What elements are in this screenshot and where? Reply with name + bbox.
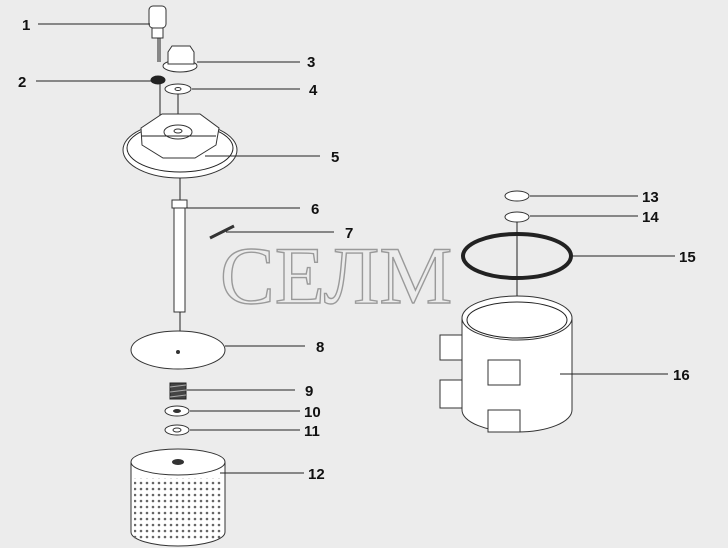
callout-3: 3 [307,54,315,71]
callout-11: 11 [304,423,320,440]
part-7-pin [209,224,235,240]
callout-6: 6 [311,201,319,218]
callout-16: 16 [673,367,690,384]
part-3-plug [162,45,198,73]
leader-lines [36,23,675,474]
callout-12: 12 [308,466,325,483]
part-4-washer [164,83,192,95]
part-12-filter-element [130,448,226,547]
callout-8: 8 [316,339,324,356]
watermark: СЕЛМ [220,230,452,321]
part-5-cover [122,113,238,179]
part-1-sensor [148,5,167,62]
callout-15: 15 [679,249,696,266]
callout-7: 7 [345,225,353,242]
callout-10: 10 [304,404,321,421]
part-13-washer [504,190,530,202]
callout-2: 2 [18,74,26,91]
callout-14: 14 [642,209,659,226]
callout-5: 5 [331,149,339,166]
part-14-washer [504,211,530,223]
part-11-washer [164,424,190,436]
callout-13: 13 [642,189,659,206]
callout-9: 9 [305,383,313,400]
callout-1: 1 [22,17,30,34]
part-2-washer [150,75,166,85]
part-6-shaft [171,178,188,313]
part-9-spring [169,382,187,400]
callout-4: 4 [309,82,318,99]
part-16-housing [439,295,573,433]
